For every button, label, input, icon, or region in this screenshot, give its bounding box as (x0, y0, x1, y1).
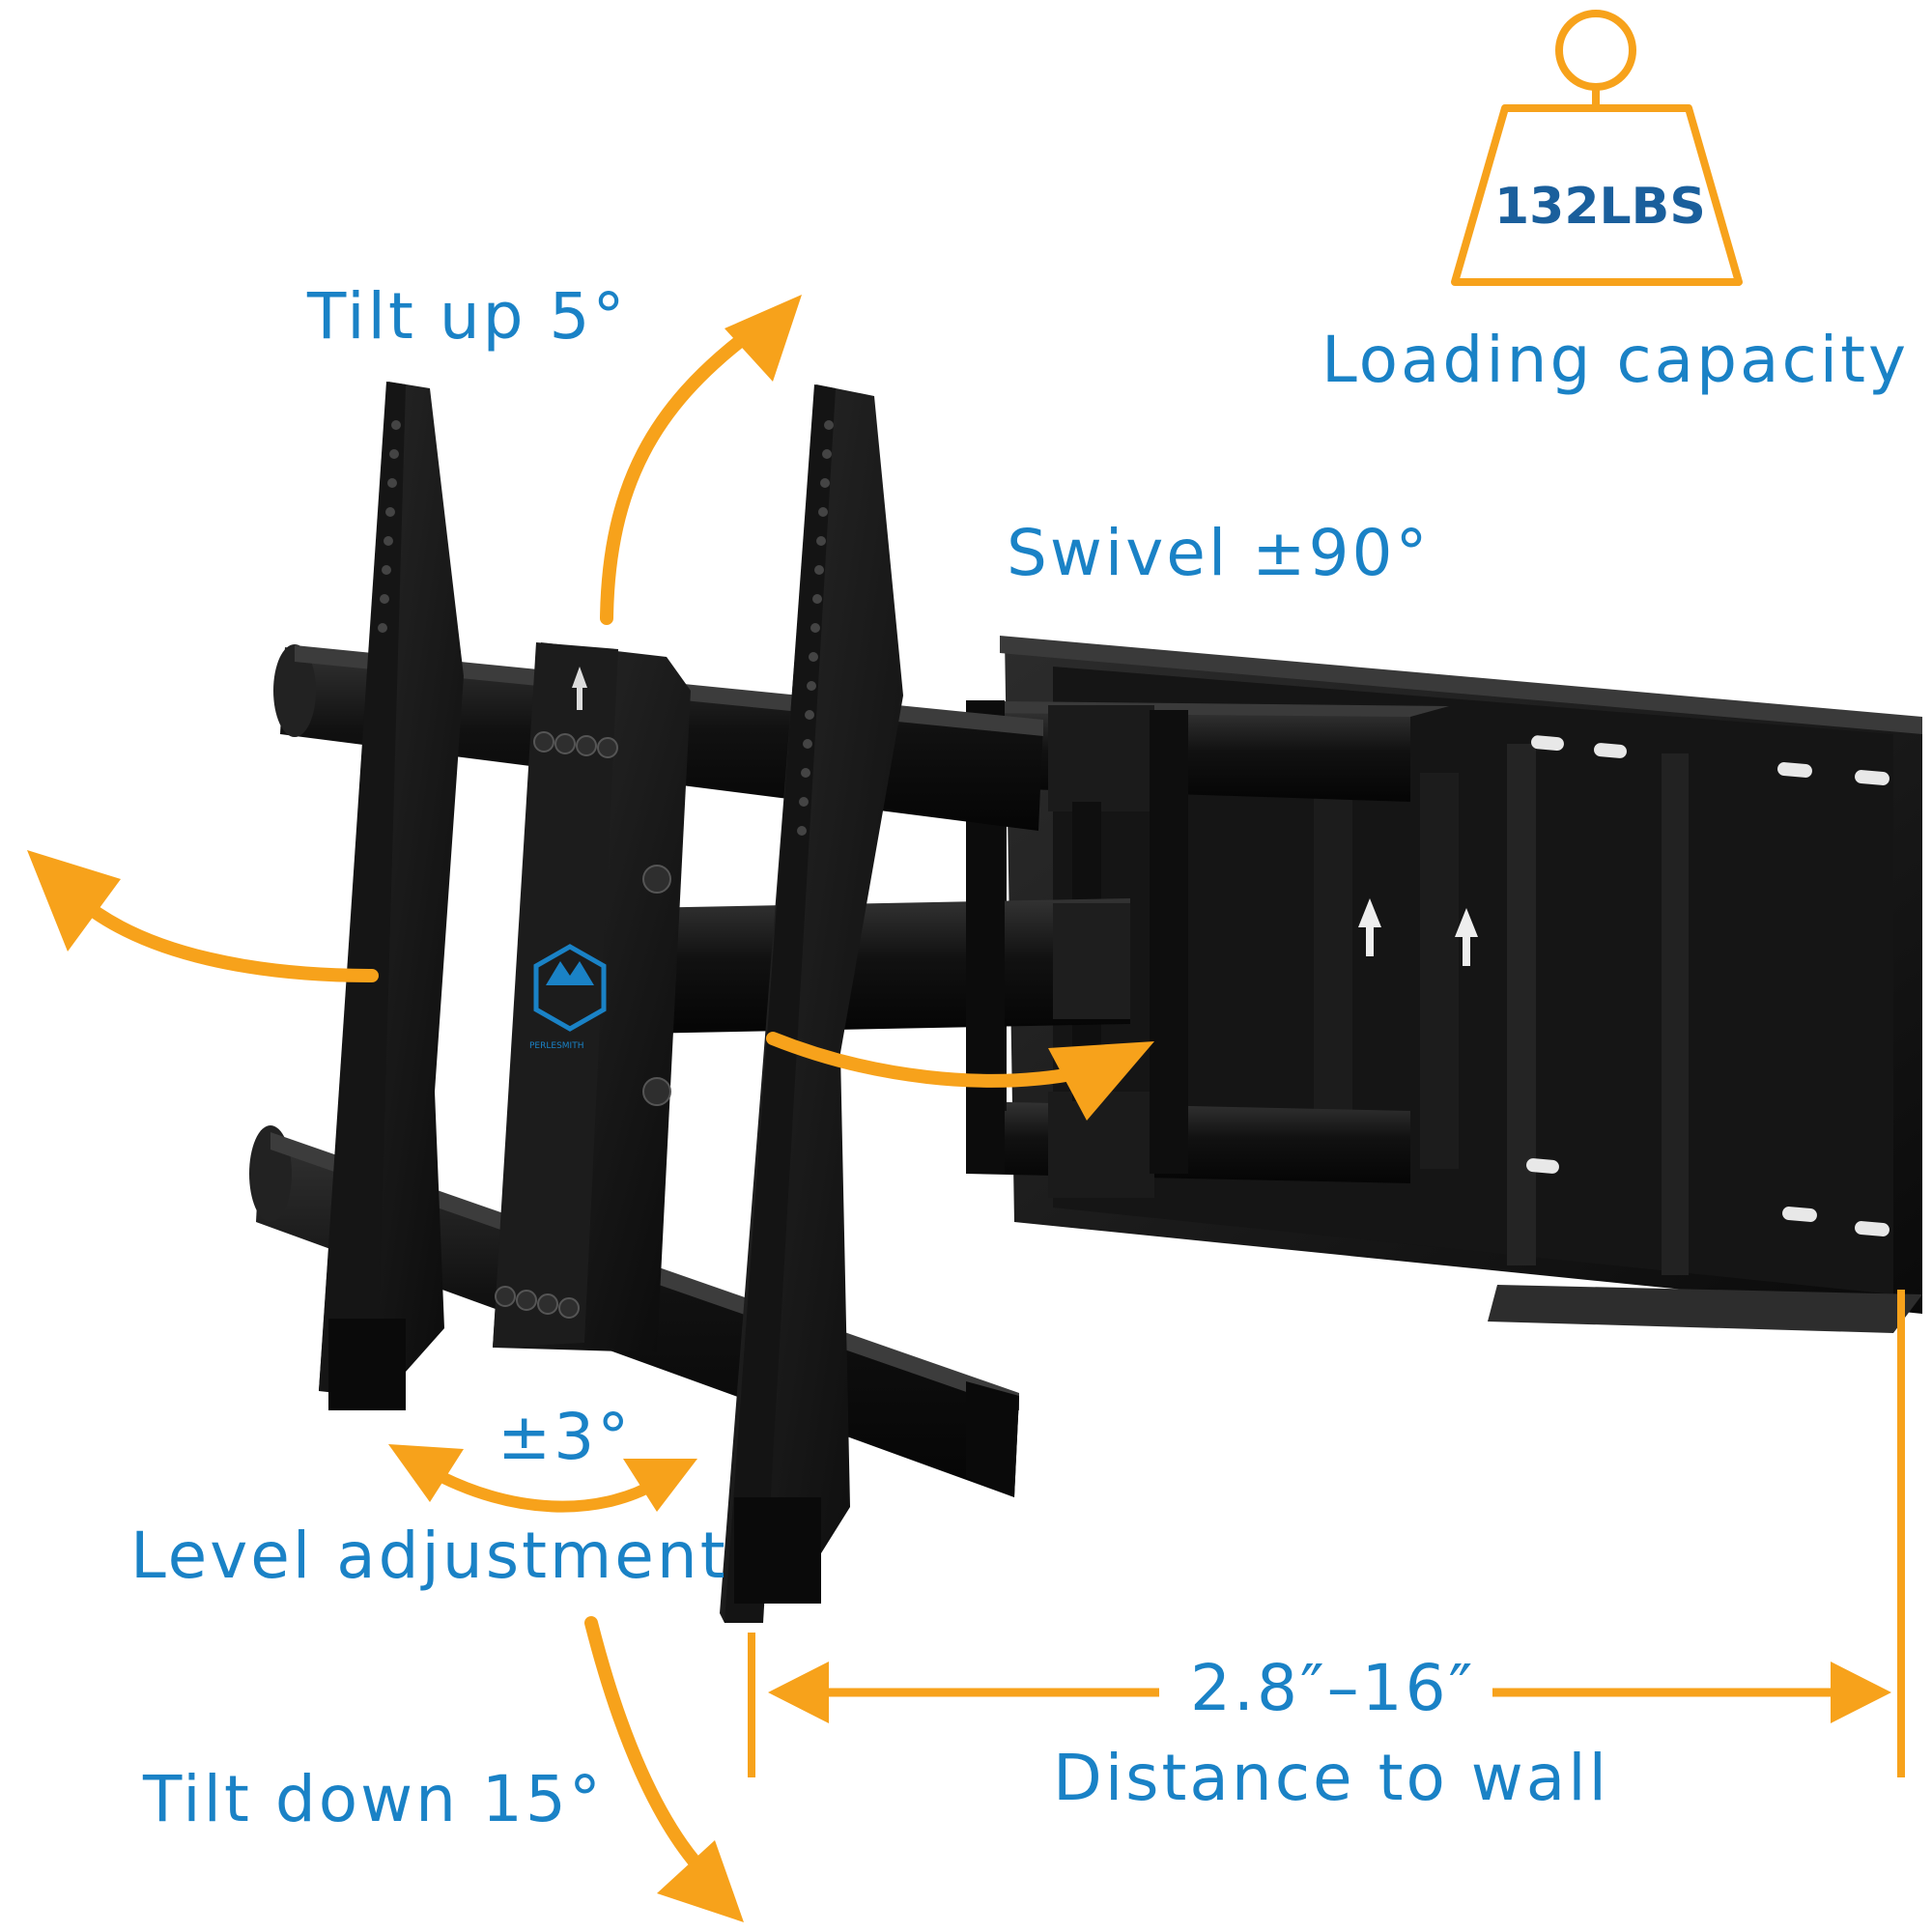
loading-capacity-caption: Loading capacity (1321, 323, 1910, 397)
level-adjustment-label: Level adjustment (130, 1519, 728, 1593)
center-adapter-plate (493, 642, 691, 1352)
vertical-tv-straps (319, 382, 903, 1623)
left-swivel-arrowhead-icon (27, 850, 121, 952)
weight-icon (1451, 10, 1743, 286)
distance-right-arrowhead-icon (1831, 1662, 1891, 1723)
level-left-arrowhead-icon (388, 1444, 464, 1502)
tilt-down-label: Tilt down 15° (143, 1762, 604, 1836)
distance-to-wall-label: Distance to wall (1053, 1741, 1609, 1815)
tilt-down-arrowhead-icon (657, 1840, 744, 1922)
tilt-up-arrow-icon (600, 331, 751, 625)
distance-dimension (748, 1290, 1905, 1777)
tilt-up-arrowhead-icon (724, 295, 802, 382)
tilt-up-label: Tilt up 5° (307, 279, 628, 354)
right-swivel-arrowhead-icon (1048, 1041, 1154, 1121)
weight-value: 132LBS (1494, 178, 1706, 236)
level-angle-label: ±3° (497, 1400, 633, 1474)
brand-logo-text: PERLESMITH (529, 1041, 584, 1051)
distance-left-arrowhead-icon (768, 1662, 829, 1723)
articulating-arms (638, 700, 1449, 1198)
distance-value-label: 2.8″–16″ (1190, 1651, 1476, 1725)
level-adjust-arrow-icon (419, 1463, 663, 1513)
brand-logo-icon (533, 944, 607, 1032)
tilt-down-arrow-icon (584, 1616, 717, 1886)
left-swivel-arrow-icon (71, 892, 379, 982)
level-right-arrowhead-icon (623, 1459, 697, 1512)
right-swivel-arrow-icon (766, 1032, 1089, 1088)
swivel-label: Swivel ±90° (1007, 516, 1431, 590)
